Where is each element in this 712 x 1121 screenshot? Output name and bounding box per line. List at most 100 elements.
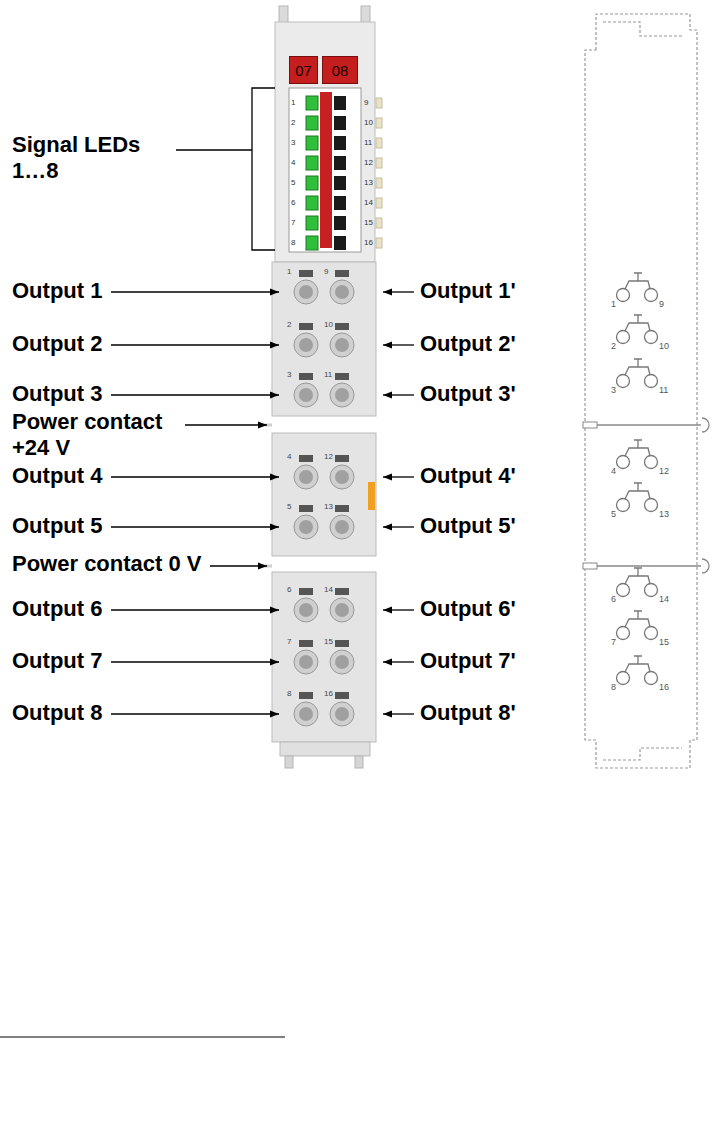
wire-entry-hole: [299, 388, 313, 402]
led-number: 2: [291, 118, 295, 128]
wire-entry-hole: [299, 707, 313, 721]
led-number: 13: [364, 178, 373, 188]
terminal-number: 15: [324, 637, 333, 647]
schematic-pin-number: 8: [604, 682, 616, 692]
spring-slot: [299, 455, 313, 462]
spring-slot: [299, 270, 313, 277]
led-number: 3: [291, 138, 295, 148]
relay-contact-symbol: [625, 359, 650, 375]
output-label: Output 2': [420, 331, 516, 357]
output-label: Output 7: [12, 648, 102, 674]
led-dark: [334, 96, 346, 110]
leader-arrowhead: [383, 607, 392, 614]
power-rail: [597, 424, 701, 425]
terminal-housing: [275, 22, 375, 262]
terminal-number: 7: [287, 637, 291, 647]
led-green: [306, 156, 318, 170]
leader-line: [111, 526, 279, 527]
side-tab: [376, 218, 382, 228]
terminal-number: 6: [287, 585, 291, 595]
side-tab: [376, 178, 382, 188]
terminal-body: [258, 6, 376, 768]
contact-circle: [617, 499, 630, 512]
led-number: 10: [364, 118, 373, 128]
spring-slot: [335, 692, 349, 699]
contact-circle: [645, 584, 658, 597]
contact-circle: [645, 375, 658, 388]
schematic-pin-number: 4: [604, 466, 616, 476]
leader-line: [111, 609, 279, 610]
leader-arrowhead: [383, 392, 392, 399]
contact-circle: [617, 289, 630, 302]
wire-entry: [330, 280, 354, 304]
led-green: [306, 96, 318, 110]
terminal-number: 9: [324, 267, 328, 277]
spring-slot: [299, 692, 313, 699]
connector-block: [272, 262, 376, 416]
schematic-pin-number: 9: [659, 299, 664, 309]
led-number: 4: [291, 158, 295, 168]
wire-entry: [294, 598, 318, 622]
led-number: 9: [364, 98, 368, 108]
spring-slot: [299, 640, 313, 647]
wire-entry: [294, 465, 318, 489]
wire-entry-hole: [335, 285, 349, 299]
spring-slot: [299, 323, 313, 330]
power-contact-symbol: [702, 418, 709, 432]
side-tab: [376, 158, 382, 168]
wire-entry-hole: [335, 655, 349, 669]
leader-arrowhead: [270, 474, 279, 481]
led-number: 1: [291, 98, 295, 108]
spring-slot: [299, 373, 313, 380]
schematic-pin-number: 3: [604, 385, 616, 395]
foot-hook: [355, 756, 363, 768]
led-dark: [334, 176, 346, 190]
led-dark: [334, 136, 346, 150]
terminal-foot: [280, 742, 370, 756]
contact-circle: [617, 456, 630, 469]
wire-entry: [294, 280, 318, 304]
channel-number: 08: [332, 62, 349, 79]
led-label: Signal LEDs 1…8: [12, 132, 177, 184]
terminal-number: 14: [324, 585, 333, 595]
contact-circle: [617, 375, 630, 388]
leader-line: [111, 713, 279, 714]
power-contact-label: Power contact 0 V: [12, 551, 202, 577]
leader-line: [111, 291, 279, 292]
channel-label-box: 08: [322, 56, 358, 84]
led-number: 14: [364, 198, 373, 208]
wire-entry: [294, 333, 318, 357]
leader-arrowhead: [270, 607, 279, 614]
power-contact-symbol: [583, 563, 597, 569]
channel-label-box: 07: [289, 56, 318, 84]
led-dark: [334, 216, 346, 230]
led-dark: [334, 116, 346, 130]
wire-entry-hole: [299, 603, 313, 617]
relay-contact-symbol: [625, 273, 650, 289]
output-label: Output 4: [12, 463, 102, 489]
schematic-pin-number: 11: [659, 385, 668, 395]
wire-entry: [330, 465, 354, 489]
leader-arrowhead: [258, 422, 267, 429]
wire-entry: [330, 383, 354, 407]
output-label: Output 1': [420, 278, 516, 304]
side-tab: [376, 198, 382, 208]
led-dark: [334, 196, 346, 210]
wire-entry-hole: [335, 707, 349, 721]
housing-detail: [603, 22, 682, 36]
leader-arrowhead: [258, 563, 267, 570]
schematic-pin-number: 5: [604, 509, 616, 519]
led-number: 7: [291, 218, 295, 228]
spring-slot: [335, 588, 349, 595]
housing-outline: [585, 14, 697, 768]
led-panel: [289, 88, 361, 252]
leader-line: [111, 661, 279, 662]
wire-entry-hole: [335, 470, 349, 484]
side-tab: [376, 118, 382, 128]
schematic-outline: [585, 14, 697, 768]
output-label: Output 8': [420, 700, 516, 726]
spring-slot: [335, 270, 349, 277]
side-tab: [376, 238, 382, 248]
output-label: Output 5': [420, 513, 516, 539]
relay-contact-symbol: [625, 568, 650, 584]
